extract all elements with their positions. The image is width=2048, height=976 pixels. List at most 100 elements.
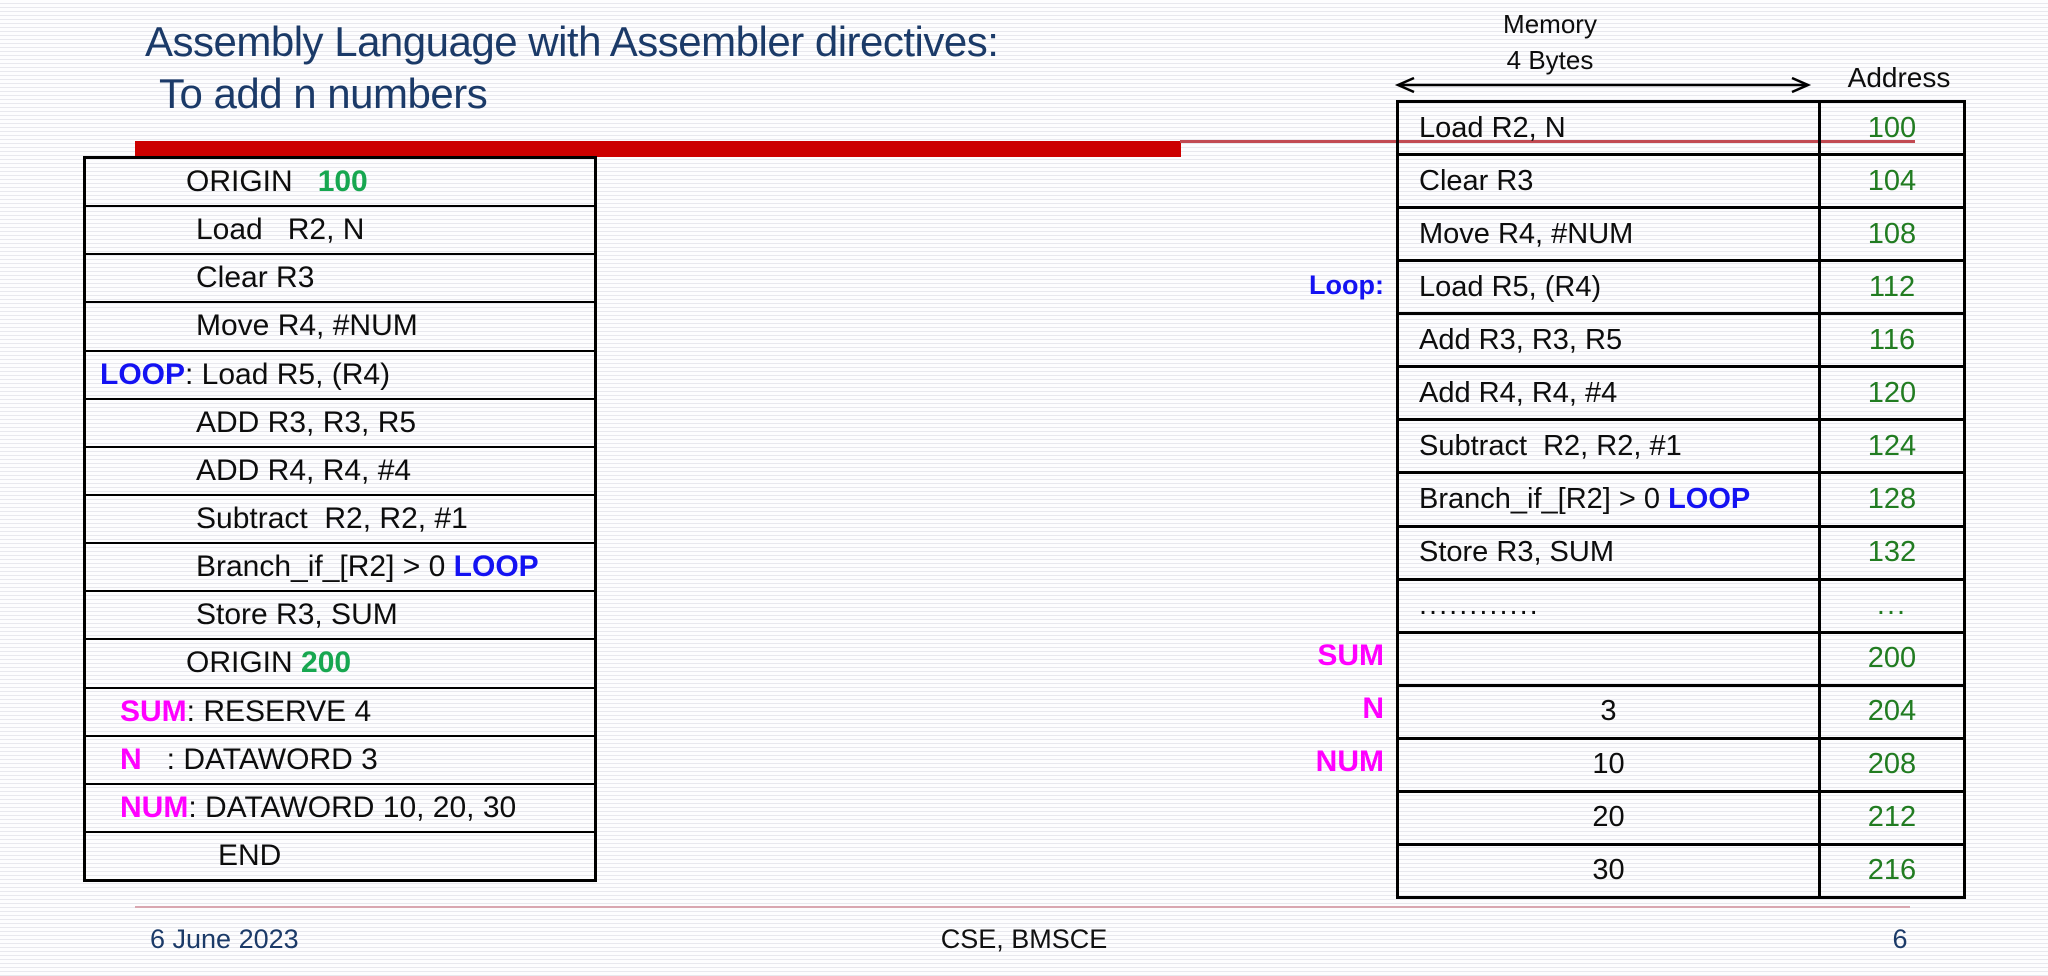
- memory-cell-text: ............: [1419, 589, 1540, 622]
- memory-cell: [1399, 633, 1821, 684]
- memory-cell-text: Load R2, N: [1419, 111, 1566, 144]
- code-text: ORIGIN: [186, 165, 318, 199]
- memory-cell-text: Clear R3: [1419, 164, 1534, 197]
- memory-row: Clear R3 104: [1399, 156, 1963, 210]
- memory-cell-text: 30: [1592, 854, 1625, 887]
- thin-accent-line: [1180, 140, 1915, 143]
- memory-loop-label: Loop:: [1309, 270, 1384, 300]
- code-text: ADD R3, R3, R5: [196, 405, 417, 439]
- memory-cell-text: Store R3, SUM: [1419, 536, 1614, 569]
- code-row: Branch_if_[R2] > 0 LOOP: [86, 544, 594, 593]
- address-cell: ...: [1876, 589, 1908, 622]
- code-row: Subtract R2, R2, #1: [86, 496, 594, 545]
- memory-cell: Store R3, SUM: [1399, 527, 1821, 578]
- address-cell: 104: [1867, 164, 1917, 197]
- code-row: ORIGIN 200: [86, 640, 594, 689]
- address-cell: 216: [1867, 854, 1917, 887]
- code-text: Subtract R2, R2, #1: [196, 502, 468, 536]
- code-row: ORIGIN 100: [86, 159, 594, 208]
- code-text: ORIGIN: [186, 646, 302, 680]
- double-arrow-icon: [1394, 76, 1812, 94]
- memory-cell-text: Branch_if_[R2] > 0: [1419, 482, 1669, 515]
- code-text: END: [218, 839, 282, 873]
- memory-n-label: N: [1362, 692, 1384, 725]
- n-label: N: [120, 742, 142, 776]
- address-cell: 100: [1867, 111, 1917, 144]
- code-text: Clear R3: [196, 261, 315, 295]
- address-header-label: Address: [1847, 62, 1951, 93]
- memory-row: 20 212: [1399, 792, 1963, 846]
- code-text: Branch_if_[R2] > 0: [196, 550, 454, 584]
- code-text: ADD R4, R4, #4: [196, 453, 412, 487]
- footer-divider-line: [135, 906, 1910, 908]
- memory-cell: Clear R3: [1399, 156, 1821, 207]
- memory-cell: 20: [1399, 792, 1821, 843]
- address-cell: 208: [1867, 748, 1917, 781]
- address-cell: 112: [1868, 270, 1916, 303]
- code-text: Move R4, #NUM: [196, 309, 418, 343]
- code-row: END: [86, 833, 594, 879]
- memory-row: Move R4, #NUM 108: [1399, 209, 1963, 263]
- address-cell: 204: [1867, 695, 1917, 728]
- loop-target-label: LOOP: [1668, 482, 1751, 515]
- address-cell: 200: [1867, 642, 1917, 675]
- page-title: Assembly Language with Assembler directi…: [145, 16, 999, 120]
- address-cell: 132: [1867, 536, 1917, 569]
- code-row: Clear R3: [86, 255, 594, 304]
- sum-label: SUM: [120, 694, 187, 728]
- code-text: Store R3, SUM: [196, 598, 398, 632]
- memory-row: Add R3, R3, R5 116: [1399, 315, 1963, 369]
- code-row: LOOP: Load R5, (R4): [86, 352, 594, 400]
- memory-cell: 30: [1399, 845, 1821, 896]
- address-cell: 116: [1868, 323, 1916, 356]
- memory-cell-text: Load R5, (R4): [1419, 270, 1602, 303]
- code-row: ADD R4, R4, #4: [86, 448, 594, 496]
- memory-cell: Add R3, R3, R5: [1399, 315, 1821, 366]
- address-cell: 212: [1867, 801, 1917, 834]
- memory-layout-table: Load R2, N 100 Clear R3 104 Move R4, #NUM 1…: [1396, 100, 1966, 899]
- memory-cell-text: 10: [1592, 748, 1625, 781]
- memory-column-header: Memory 4 Bytes: [1400, 6, 1700, 78]
- code-text: : DATAWORD 3: [141, 742, 378, 776]
- code-row: Store R3, SUM: [86, 592, 594, 641]
- memory-row: ...............: [1399, 580, 1963, 634]
- title-line-1: Assembly Language with Assembler directi…: [145, 18, 999, 65]
- memory-row: Load R2, N 100: [1399, 103, 1963, 157]
- memory-row: Load R5, (R4) 112: [1399, 262, 1963, 316]
- code-text: : RESERVE 4: [186, 694, 372, 728]
- footer-center-text: CSE, BMSCE: [940, 924, 1108, 954]
- memory-row: 3 204: [1399, 686, 1963, 740]
- code-text: Load R2, N: [196, 213, 365, 247]
- code-row: NUM: DATAWORD 10, 20, 30: [86, 785, 594, 833]
- memory-cell: Move R4, #NUM: [1399, 209, 1821, 260]
- code-row: Load R2, N: [86, 207, 594, 256]
- origin-address-value: 100: [317, 165, 368, 199]
- memory-cell: Branch_if_[R2] > 0 LOOP: [1399, 474, 1821, 525]
- memory-cell: Subtract R2, R2, #1: [1399, 421, 1821, 472]
- memory-header-label: Memory: [1503, 9, 1597, 39]
- memory-cell: 10: [1399, 739, 1821, 790]
- memory-cell-text: Add R4, R4, #4: [1419, 376, 1618, 409]
- assembly-code-table: ORIGIN 100 Load R2, N Clear R3 Move R4, …: [83, 156, 597, 882]
- slide-number: 6: [1892, 924, 1908, 954]
- memory-cell: Add R4, R4, #4: [1399, 368, 1821, 419]
- title-line-2: To add n numbers: [159, 70, 488, 117]
- loop-label: LOOP: [100, 357, 186, 391]
- memory-cell-text: 3: [1600, 695, 1617, 728]
- code-row: ADD R3, R3, R5: [86, 400, 594, 448]
- code-row: N : DATAWORD 3: [86, 737, 594, 785]
- memory-cell: Load R5, (R4): [1399, 262, 1821, 313]
- code-row: SUM: RESERVE 4: [86, 689, 594, 737]
- memory-row: Store R3, SUM 132: [1399, 527, 1963, 581]
- address-cell: 108: [1867, 217, 1917, 250]
- memory-cell-text: Move R4, #NUM: [1419, 217, 1634, 250]
- memory-row: Subtract R2, R2, #1 124: [1399, 421, 1963, 475]
- memory-cell: ............: [1399, 580, 1821, 631]
- memory-cell-text: Subtract R2, R2, #1: [1419, 429, 1682, 462]
- code-text: : Load R5, (R4): [185, 357, 391, 391]
- memory-sum-label: SUM: [1317, 639, 1384, 672]
- address-cell: 124: [1867, 429, 1917, 462]
- loop-target-label: LOOP: [453, 550, 539, 584]
